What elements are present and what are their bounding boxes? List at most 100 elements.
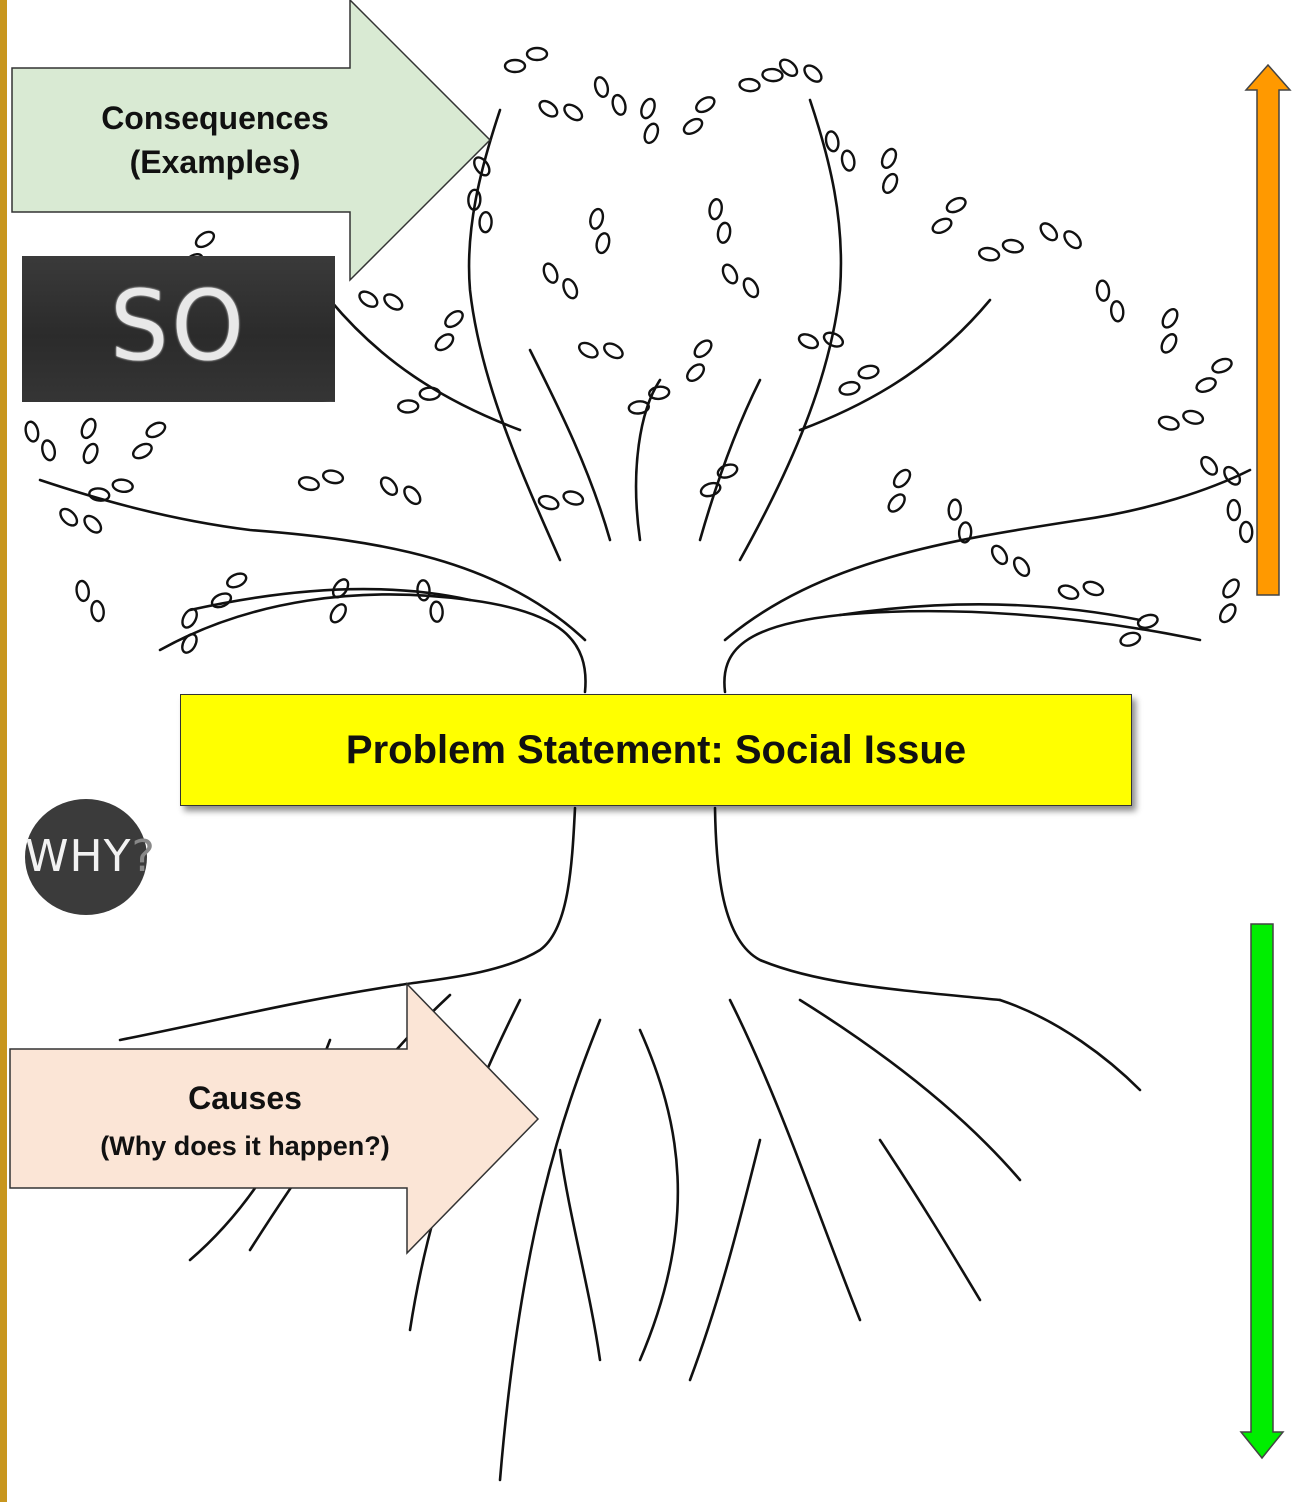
leaf [503, 58, 527, 74]
leaf [708, 198, 723, 221]
leaf [537, 494, 560, 511]
leaf [418, 386, 441, 401]
leaf [542, 262, 559, 284]
leaf [716, 221, 732, 244]
trunk-right-upper [723, 609, 1202, 694]
leaf [1195, 377, 1217, 393]
leaf [429, 600, 444, 623]
leaf [181, 607, 198, 629]
leaf [840, 149, 856, 172]
leaf [329, 603, 347, 624]
leaf [1109, 300, 1125, 323]
causes-subtitle: (Why does it happen?) [100, 1131, 390, 1161]
branch-right-mid [798, 298, 992, 432]
leaf [881, 172, 899, 194]
leaf [1082, 580, 1105, 597]
leaf [194, 230, 216, 249]
leaf [931, 217, 953, 235]
leaf [467, 188, 482, 211]
leaf [88, 487, 111, 502]
leaf [611, 93, 627, 116]
leaf [699, 481, 722, 498]
leaf [80, 417, 97, 440]
branch-center [634, 378, 662, 542]
leaf [648, 385, 671, 401]
branch-left-low [188, 587, 472, 612]
trunk-left-lower [398, 806, 577, 987]
down-arrow [1239, 923, 1285, 1460]
leaf [41, 439, 57, 462]
trunk-left-upper [158, 593, 587, 694]
leaf [383, 293, 404, 311]
branch-left-main [38, 478, 587, 642]
up-arrow [1244, 63, 1292, 596]
leaf [82, 442, 99, 465]
consequences-arrow-shape [11, 0, 492, 282]
leaf [577, 341, 599, 359]
leaf [181, 632, 198, 654]
consequences-label: Consequences (Examples) [60, 96, 370, 184]
causes-label: Causes (Why does it happen?) [50, 1074, 440, 1170]
leaf [686, 363, 706, 383]
leaf [379, 476, 399, 496]
leaf [627, 400, 650, 415]
branch-right-upper [738, 98, 843, 562]
leaf [1223, 465, 1242, 486]
leaf [682, 117, 704, 135]
root-10 [878, 1138, 982, 1302]
leaf [478, 211, 493, 234]
leaf [822, 331, 845, 348]
consequences-subtitle: (Examples) [129, 144, 301, 180]
leaf [111, 478, 134, 494]
root-5 [638, 1028, 680, 1362]
leaf [593, 76, 610, 98]
leaf [887, 493, 906, 513]
why-question-mark: ? [131, 831, 156, 882]
root-6 [728, 998, 862, 1322]
leaf [1001, 238, 1024, 254]
leaf [1063, 230, 1082, 250]
leaf [131, 442, 153, 460]
leaf [1182, 409, 1205, 425]
leaf [721, 263, 739, 285]
leaf [75, 579, 90, 603]
leaf [990, 544, 1009, 566]
leaf [444, 310, 464, 329]
leaf [1211, 357, 1233, 374]
leaf [693, 339, 713, 359]
leaf [838, 380, 861, 396]
branch-right-main [723, 468, 1252, 642]
leaf [473, 156, 491, 177]
leaf [1226, 498, 1242, 522]
leaf [880, 147, 898, 169]
leaf [595, 232, 611, 255]
leaf [538, 99, 559, 118]
branch-center-right [698, 378, 762, 542]
leaf [640, 97, 656, 120]
leaf [857, 364, 880, 380]
causes-title: Causes [188, 1080, 302, 1116]
leaf [1160, 333, 1178, 354]
trunk-right-lower [713, 806, 1002, 1002]
leaf [59, 507, 79, 527]
so-what-text: SO WHAT? [22, 269, 335, 402]
root-7 [798, 998, 1022, 1182]
leaf [1012, 556, 1031, 577]
why-word: WHY [25, 831, 132, 882]
why-badge: WHY? [25, 799, 155, 915]
leaf [957, 521, 973, 544]
root-11 [558, 1148, 602, 1362]
leaf [416, 579, 431, 602]
branch-right-low [838, 603, 1142, 622]
problem-statement-text: Problem Statement: Social Issue [345, 727, 967, 772]
leaf [562, 278, 579, 300]
leaf [297, 476, 320, 492]
leaf [397, 399, 420, 414]
leaf [1039, 222, 1059, 242]
leaf [1200, 455, 1219, 476]
leaf [1218, 603, 1237, 624]
leaf [742, 277, 760, 299]
leaf [90, 599, 105, 623]
